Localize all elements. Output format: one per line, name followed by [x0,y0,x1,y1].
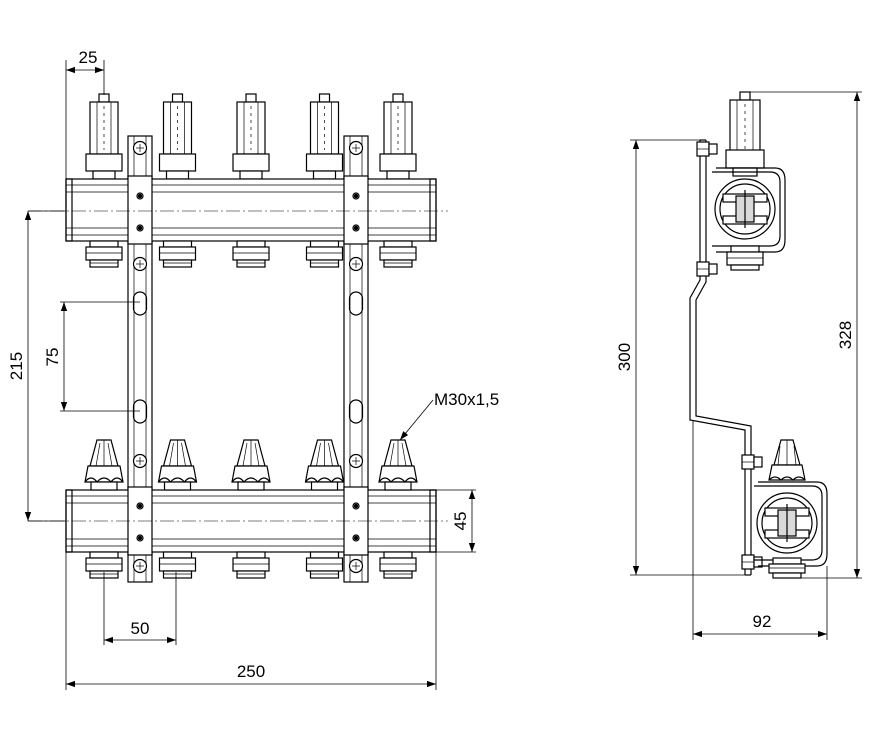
outlet-fitting [85,240,123,268]
dim-bracket-height: 300 [615,139,748,576]
front-view: 25 215 75 45 M30x1,5 [7,48,499,690]
valve-knob [304,439,345,491]
flowmeter-group [85,93,417,180]
outlet-fitting [305,240,344,268]
bracket-slot-bottom [348,399,364,424]
flowmeter [379,93,417,180]
side-screw-low [741,454,763,470]
bracket-screw [352,534,360,542]
bracket-screw [132,140,148,156]
dim-total-height: 328 [745,91,862,579]
thread-callout: M30x1,5 [399,390,499,441]
flowmeter [158,93,197,180]
valve-knob [378,439,418,491]
dim-bar-height: 45 [436,489,476,553]
side-screw-bottom [741,554,763,570]
bracket-screw [352,192,360,200]
bracket-screw [348,558,364,574]
outlet-fitting [305,551,344,579]
dim-outlet-pitch: 50 [103,572,177,645]
side-bottom-manifold [754,439,828,579]
dim-label-300: 300 [615,343,634,371]
dim-top-spacing: 25 [65,48,105,180]
dim-depth: 92 [692,420,828,640]
bracket-screw [352,502,360,510]
side-view: 300 328 92 [615,91,862,640]
dim-bracket-holes: 75 [43,301,140,412]
dim-label-50: 50 [131,619,150,638]
valve-knob [84,439,124,491]
top-manifold-bar [65,178,437,242]
side-top-manifold [712,91,786,271]
bracket-screw [348,256,364,272]
screw-group [132,140,364,574]
valve-group [84,439,418,491]
bracket-slot-top [348,291,364,316]
dim-label-92: 92 [753,612,772,631]
bracket-screw [352,224,360,232]
dim-label-45: 45 [451,512,470,531]
bracket-screw [136,192,144,200]
bracket-screw [132,453,148,469]
outlet-fitting [158,551,197,579]
outlet-fitting [379,240,417,268]
side-bracket-profile [689,140,746,575]
side-screw-top [696,141,718,157]
dim-label-25: 25 [79,48,98,67]
outlet-fitting [232,240,270,268]
bracket-screw [132,256,148,272]
outlet-fitting [158,240,197,268]
bracket-screw [136,534,144,542]
dim-label-75: 75 [43,348,62,367]
bracket-screw [348,453,364,469]
bracket-slot-bottom [132,399,148,424]
valve-knob [157,439,198,491]
valve-knob [231,439,271,491]
flowmeter [85,93,123,180]
fitting-group [85,240,417,579]
dim-total-width: 250 [65,552,437,690]
dim-label-328: 328 [836,321,855,349]
bracket-screw [348,140,364,156]
dim-label-215: 215 [7,352,26,380]
bracket-screw [136,224,144,232]
outlet-fitting [379,551,417,579]
flowmeter [232,93,270,180]
outlet-fitting [232,551,270,579]
bracket-screw [136,502,144,510]
dim-bar-distance: 215 [7,210,66,522]
side-screw-mid [696,261,718,277]
thread-label: M30x1,5 [434,390,499,409]
dim-label-250: 250 [237,662,265,681]
bracket-slot-top [132,291,148,316]
flowmeter [305,93,344,180]
bracket-screw [132,558,148,574]
